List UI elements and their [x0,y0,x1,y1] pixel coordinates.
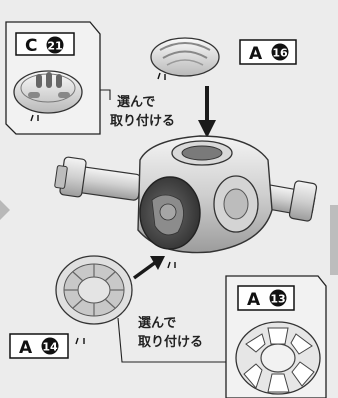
part-tag-a16-letter: A [249,44,263,64]
inset-tick-marks [30,114,39,122]
part-tag-a14: A 14 [9,333,69,359]
upper-callout-line [100,89,111,100]
lower-callout-line [117,317,226,363]
lower-instruction-line1: 選んで [138,315,176,331]
cap-part-a16-drawing [150,37,220,77]
page-edge-mark-left [0,200,10,220]
part-tag-a14-badge [41,337,59,355]
diagonal-arrow-icon [132,256,165,280]
upper-instruction-line2: 取り付ける [110,113,175,129]
part-tag-a13-letter: A [247,290,261,310]
part-tag-a16: A 16 [239,39,297,65]
main-body-assembly-drawing [54,135,318,254]
slotted-cap-part-drawing [13,70,83,114]
page-edge-mark-right [330,205,338,275]
part-tag-a13-badge [269,289,287,307]
part-tag-a14-letter: A [19,338,33,358]
cover-a14-tick-marks [75,337,85,345]
ring-cover-part-drawing [235,321,321,395]
upper-instruction-line1: 選んで [117,94,155,110]
part-tag-a16-badge [271,43,289,61]
cover-part-a14-drawing [55,255,133,325]
part-tag-a13-number: 13 [270,293,285,306]
down-arrow-icon [198,86,216,138]
inset-panel-a13: A 13 [225,275,327,398]
part-tag-a14-number: 14 [42,341,58,354]
cap-a16-tick-marks [157,72,166,80]
body-tick-marks [167,261,176,269]
inset-part-letter: C [25,36,37,56]
lower-instruction-line2: 取り付ける [138,334,203,350]
inset-part-number: 21 [47,40,62,53]
inset-panel-c21: C 21 [5,21,101,135]
part-tag-a16-number: 16 [272,47,288,60]
inset-part-number-badge [46,36,64,54]
